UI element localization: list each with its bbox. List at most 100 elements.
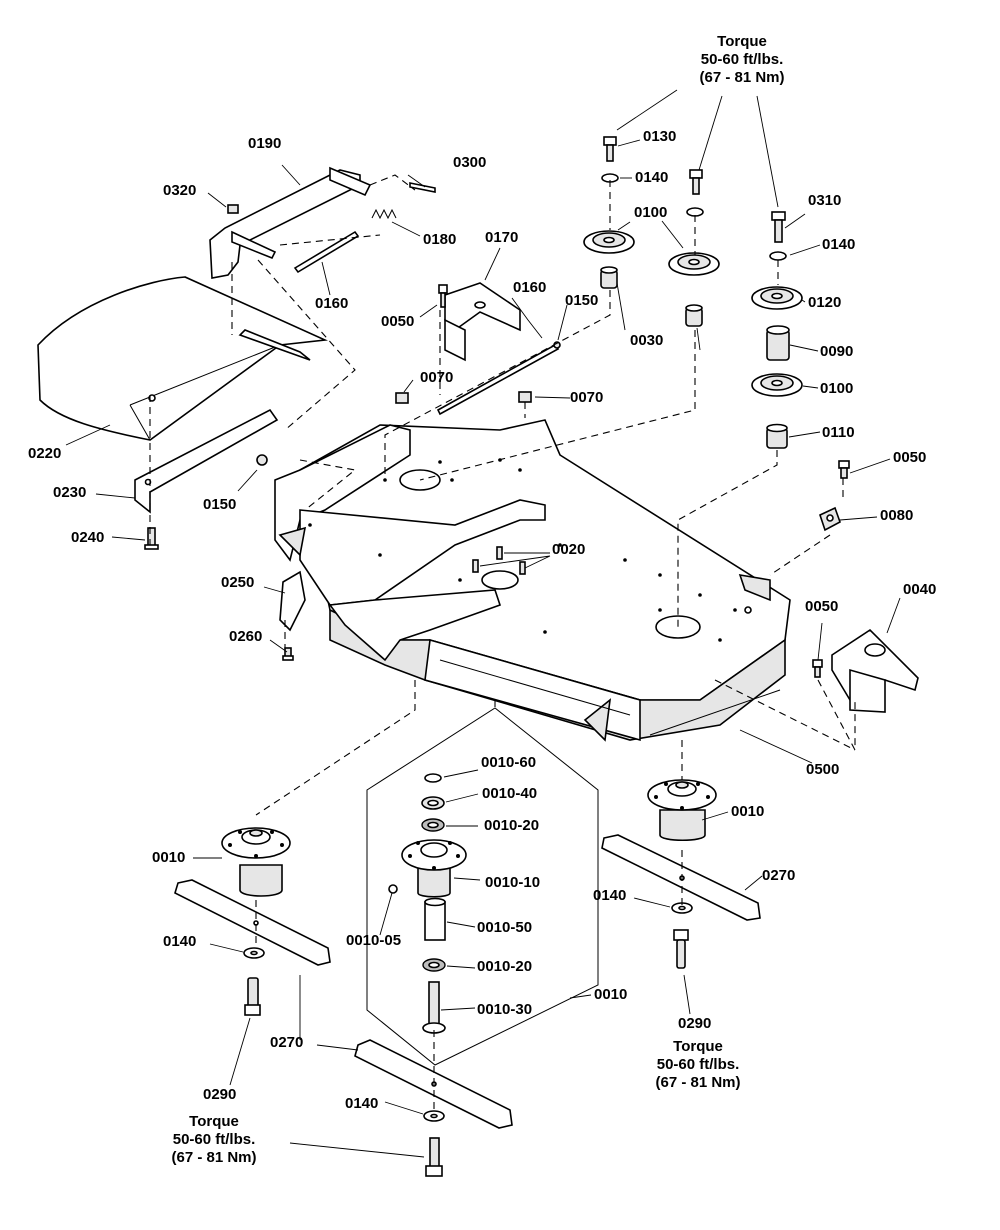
torque-note-right-line1: Torque <box>673 1038 723 1055</box>
label-0250: 0250 <box>221 574 255 591</box>
bolt-0050c <box>812 659 823 678</box>
label-0010-20-a: 0010-20 <box>484 817 540 834</box>
bolt-0290-right <box>673 929 689 969</box>
label-0260: 0260 <box>229 628 263 645</box>
label-0140-b: 0140 <box>822 236 856 253</box>
blade-0270-right <box>601 834 761 921</box>
spacer-0090 <box>766 325 790 361</box>
label-0040: 0040 <box>903 581 937 598</box>
label-0140-bottom: 0140 <box>345 1095 379 1112</box>
label-0010-20-b: 0010-20 <box>477 958 533 975</box>
torque-note-right: Torque 50-60 ft/lbs. (67 - 81 Nm) <box>628 1038 768 1092</box>
label-0230: 0230 <box>53 484 87 501</box>
belt-cover <box>37 276 328 441</box>
label-0180: 0180 <box>423 231 457 248</box>
nut-0070a <box>395 392 409 404</box>
label-0070-a: 0070 <box>420 369 454 386</box>
label-0290-left: 0290 <box>203 1086 237 1103</box>
spindle-right <box>647 779 717 842</box>
label-0010-right: 0010 <box>731 803 765 820</box>
washer-0140-bottom <box>423 1110 445 1122</box>
torque-note-top: Torque 50-60 ft/lbs. (67 - 81 Nm) <box>672 33 812 87</box>
bracket-0250 <box>279 570 306 632</box>
torque-note-top-line3: (67 - 81 Nm) <box>699 69 785 86</box>
washer-0140-left <box>243 947 265 959</box>
idler-bracket-0170 <box>444 282 521 362</box>
label-0150-a: 0150 <box>203 496 237 513</box>
label-0030: 0030 <box>630 332 664 349</box>
bolt-0310 <box>771 211 786 243</box>
label-0320: 0320 <box>163 182 197 199</box>
torque-note-right-line3: (67 - 81 Nm) <box>655 1074 741 1091</box>
label-0050-b: 0050 <box>893 449 927 466</box>
label-0020: 0020 <box>552 541 586 558</box>
spindle-cover-0040 <box>831 628 919 713</box>
bolt-0260 <box>282 647 294 661</box>
label-0160-b: 0160 <box>513 279 547 296</box>
bolt-0130 <box>603 136 617 162</box>
label-0010-30: 0010-30 <box>477 1001 533 1018</box>
label-0010-10: 0010-10 <box>485 874 541 891</box>
label-0100-b: 0100 <box>820 380 854 397</box>
torque-note-bottom-left-line1: Torque <box>189 1113 239 1130</box>
bolt-0050b <box>838 460 850 479</box>
label-0300: 0300 <box>453 154 487 171</box>
label-0190: 0190 <box>248 135 282 152</box>
label-0010-assembly: 0010 <box>594 986 628 1003</box>
label-0290-right: 0290 <box>678 1015 712 1032</box>
label-0080: 0080 <box>880 507 914 524</box>
mower-deck <box>274 419 791 742</box>
label-0500: 0500 <box>806 761 840 778</box>
pulley-0100b <box>668 252 720 276</box>
label-0220: 0220 <box>28 445 62 462</box>
bolt-0130b <box>689 169 703 195</box>
label-0110: 0110 <box>822 424 855 441</box>
label-0010-40: 0010-40 <box>482 785 538 802</box>
label-0050-c: 0050 <box>805 598 839 615</box>
label-0090: 0090 <box>820 343 854 360</box>
spindle-left <box>221 827 291 897</box>
bolt-0050a <box>438 284 448 308</box>
nut-0150a <box>256 454 268 466</box>
pulley-0120 <box>751 286 803 310</box>
rod-0160a <box>293 230 360 274</box>
bolt-0290-bottom <box>425 1137 443 1177</box>
label-0010-50: 0010-50 <box>477 919 533 936</box>
label-0130: 0130 <box>643 128 677 145</box>
spindle-assembly-exploded <box>366 707 599 1066</box>
nut-0320 <box>227 204 239 214</box>
leader-lines <box>65 89 901 1158</box>
label-0240: 0240 <box>71 529 105 546</box>
pulley-0100c <box>751 373 803 397</box>
spring-0180 <box>371 208 397 220</box>
label-0170: 0170 <box>485 229 519 246</box>
screw-0240 <box>144 527 159 550</box>
torque-note-top-line2: 50-60 ft/lbs. <box>700 51 784 68</box>
torque-note-bottom-left-line2: 50-60 ft/lbs. <box>172 1131 256 1148</box>
label-0150-b: 0150 <box>565 292 599 309</box>
torque-note-top-line1: Torque <box>717 33 767 50</box>
label-0010-left: 0010 <box>152 849 186 866</box>
label-0270-left: 0270 <box>270 1034 304 1051</box>
label-0310: 0310 <box>808 192 842 209</box>
fitting-0080 <box>819 506 841 532</box>
rod-0160b <box>436 343 560 416</box>
spacer-0030b <box>685 304 703 327</box>
label-0160-a: 0160 <box>315 295 349 312</box>
label-0100-a: 0100 <box>634 204 668 221</box>
label-0070-b: 0070 <box>570 389 604 406</box>
torque-note-bottom-left: Torque 50-60 ft/lbs. (67 - 81 Nm) <box>144 1113 284 1167</box>
label-0140-a: 0140 <box>635 169 669 186</box>
label-0270-right: 0270 <box>762 867 796 884</box>
torque-note-bottom-left-line3: (67 - 81 Nm) <box>171 1149 257 1166</box>
bolt-0290-left <box>244 977 261 1016</box>
label-0050-a: 0050 <box>381 313 415 330</box>
pulley-0100a <box>583 230 635 254</box>
label-0010-60: 0010-60 <box>481 754 537 771</box>
assembly-lines <box>149 174 856 1110</box>
spacer-0030a <box>600 266 618 289</box>
torque-note-right-line2: 50-60 ft/lbs. <box>656 1056 740 1073</box>
label-0120: 0120 <box>808 294 842 311</box>
